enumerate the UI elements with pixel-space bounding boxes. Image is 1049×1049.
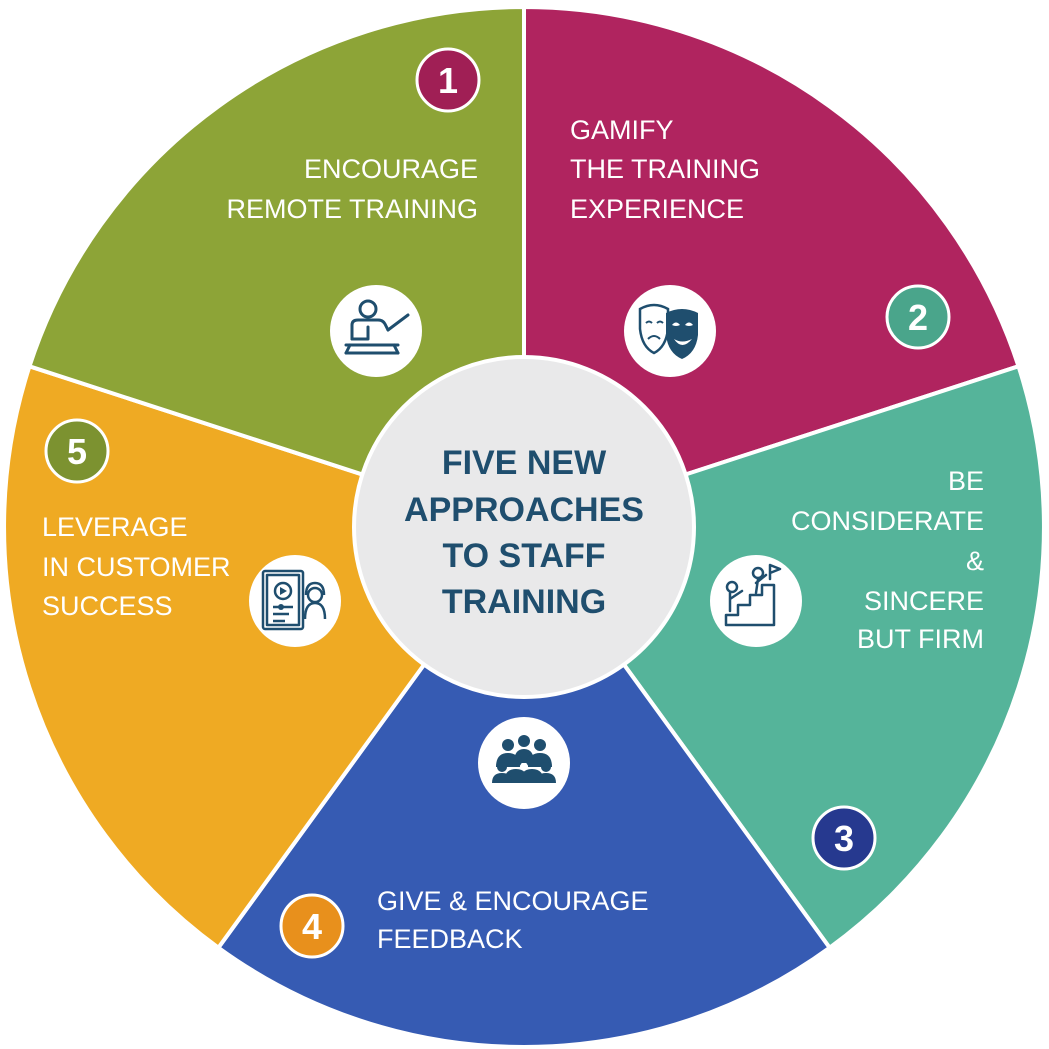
center-line-2: APPROACHES	[404, 491, 644, 529]
group-people-icon	[478, 717, 570, 809]
center-hub: FIVE NEW APPROACHES TO STAFF TRAINING	[352, 355, 696, 699]
segments	[2, 4, 1046, 1049]
segment-3-number: 3	[834, 818, 854, 859]
segment-5-badge	[44, 418, 110, 484]
segment-4-label-line-1: GIVE & ENCOURAGE	[377, 886, 649, 916]
segment-1-label-line-1: ENCOURAGE	[304, 154, 478, 184]
segment-3-label-line-4: SINCERE	[864, 586, 984, 616]
segment-2-content: GAMIFY THE TRAINING EXPERIENCE 2	[570, 115, 951, 377]
segment-3-content: BE CONSIDERATE & SINCERE BUT FIRM 3	[710, 466, 984, 871]
segment-1-badge	[415, 47, 481, 113]
segment-2-label-line-1: GAMIFY	[570, 115, 674, 145]
segment-1-label-line-2: REMOTE TRAINING	[226, 194, 478, 224]
segment-3-label-line-3: &	[966, 546, 984, 576]
segment-5-content: LEVERAGE IN CUSTOMER SUCCESS 5	[42, 418, 341, 647]
segment-1	[522, 4, 1022, 530]
segment-4-content: GIVE & ENCOURAGE FEEDBACK 4	[279, 717, 649, 959]
segment-5-label-line-3: SUCCESS	[42, 591, 173, 621]
video-support-icon	[249, 555, 341, 647]
segment-2-number: 2	[908, 297, 928, 338]
teacher-pointer-icon	[330, 285, 422, 377]
segment-4-badge	[279, 893, 345, 959]
segment-2-label-line-3: EXPERIENCE	[570, 194, 744, 224]
center-line-1: FIVE NEW	[442, 444, 607, 482]
segment-3-badge	[811, 805, 877, 871]
theater-masks-icon	[624, 285, 716, 377]
segment-4-number: 4	[302, 906, 322, 947]
segment-5-label-line-2: IN CUSTOMER	[42, 552, 231, 582]
segment-1-number: 1	[438, 60, 458, 101]
segment-2-badge	[885, 284, 951, 350]
mentor-stairs-icon	[710, 555, 802, 647]
segment-5-label-line-1: LEVERAGE	[42, 512, 188, 542]
segment-3-label-line-1: BE	[948, 466, 984, 496]
segment-2-label-line-2: THE TRAINING	[570, 154, 760, 184]
center-line-4: TRAINING	[442, 583, 606, 621]
segment-1-content: ENCOURAGE REMOTE TRAINING 1	[226, 47, 481, 377]
segment-3-label-line-5: BUT FIRM	[857, 624, 984, 654]
segment-3-label-line-2: CONSIDERATE	[791, 506, 984, 536]
segment-5-number: 5	[67, 431, 87, 472]
center-line-3: TO STAFF	[442, 537, 605, 575]
center-circle	[352, 355, 696, 699]
segment-4-label-line-2: FEEDBACK	[377, 924, 523, 954]
segment-5	[26, 4, 526, 530]
